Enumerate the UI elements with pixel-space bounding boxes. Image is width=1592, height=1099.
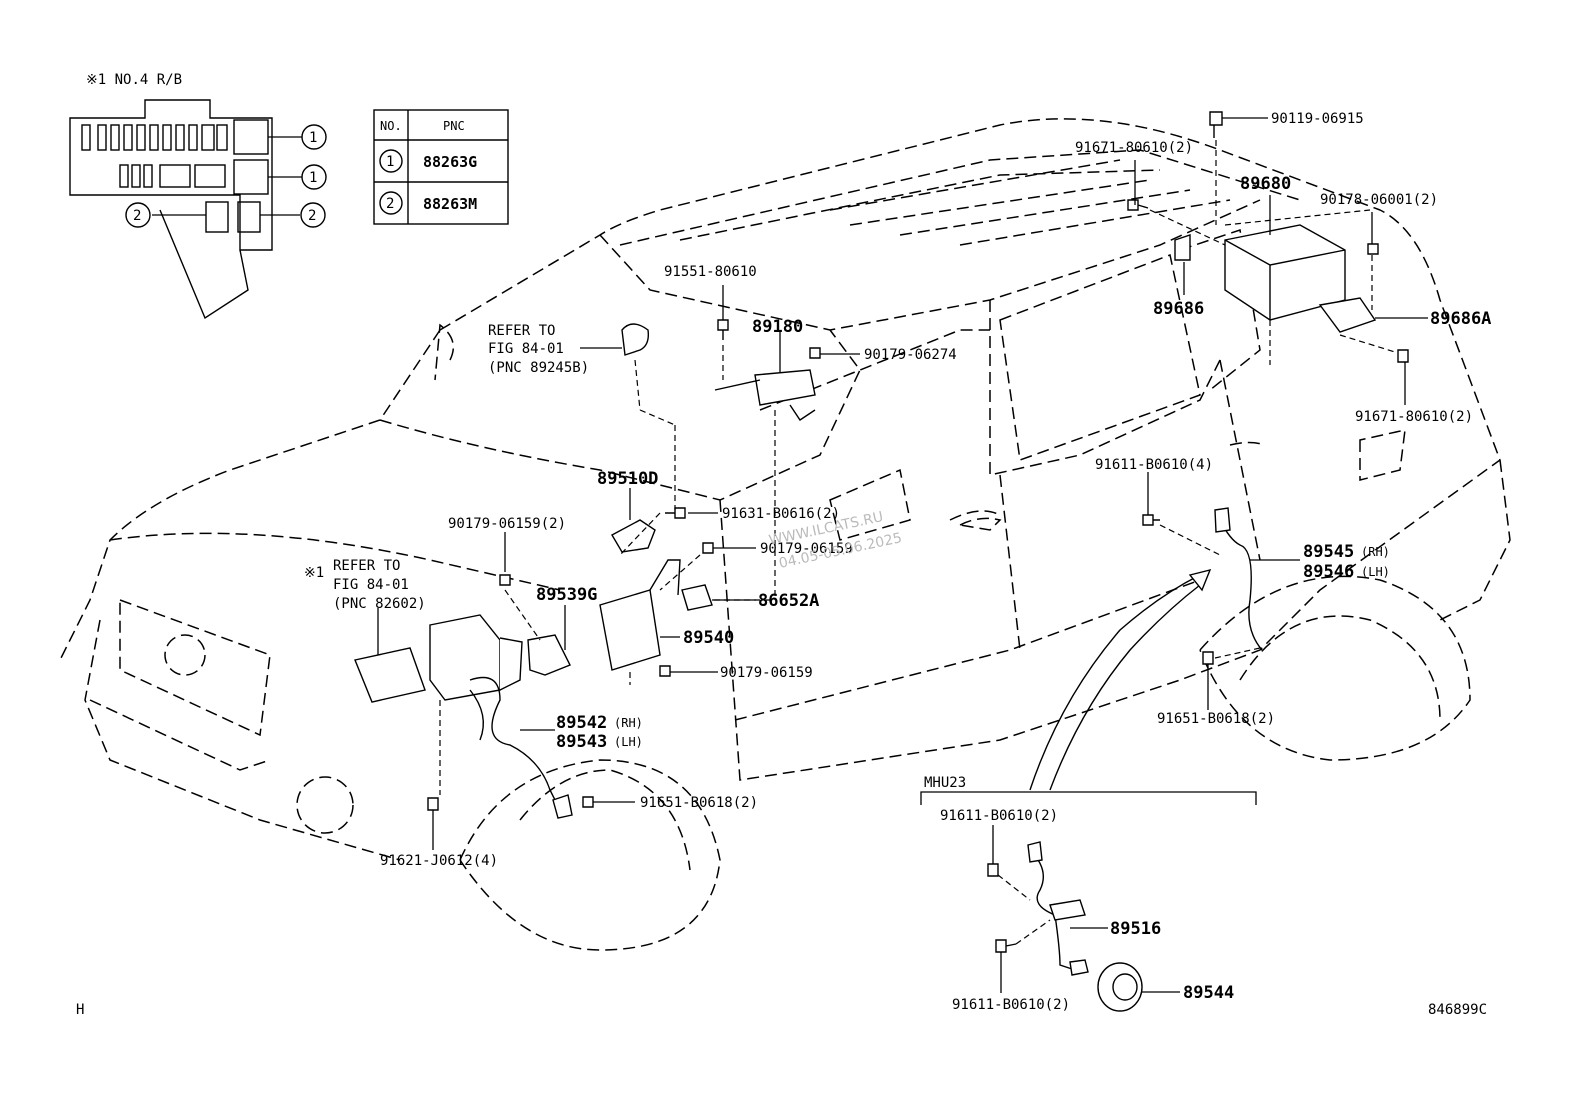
label-91551-80610: 91551-80610 — [664, 264, 757, 280]
vehicle-outline — [59, 118, 1511, 951]
label-89180: 89180 — [752, 317, 803, 337]
label-91621-J0612: 91621-J0612(4) — [380, 853, 498, 869]
label-91611-B0610-upper: 91611-B0610(2) — [940, 808, 1058, 824]
refer-note-line3: (PNC 89245B) — [488, 360, 589, 376]
label-89510D: 89510D — [597, 469, 658, 489]
label-89542-side: (RH) — [614, 716, 643, 730]
pnc-table: NO. PNC 1 88263G 2 88263M — [373, 109, 509, 225]
refer-note-line1: REFER TO — [333, 558, 400, 574]
label-89546-side: (LH) — [1361, 565, 1390, 579]
table-header-pnc: PNC — [443, 119, 465, 133]
label-89544: 89544 — [1183, 983, 1234, 1003]
label-90179-06159: 90179-06159 — [760, 541, 853, 557]
label-91671-80610-top: 91671-80610(2) — [1075, 140, 1193, 156]
label-86652A: 86652A — [758, 591, 819, 611]
label-90179-06159-lower: 90179-06159 — [720, 665, 813, 681]
label-89543: 89543 — [556, 732, 607, 752]
relay-block-inset: ※1 NO.4 R/B 1 1 2 2 — [69, 72, 327, 320]
label-89539G: 89539G — [536, 585, 597, 605]
marker-1: 1 — [309, 170, 317, 186]
table-header-no: NO. — [380, 119, 402, 133]
table-row-pnc: 88263G — [423, 153, 477, 171]
label-90119-06915: 90119-06915 — [1271, 111, 1364, 127]
table-row-no: 1 — [386, 154, 394, 170]
label-91651-B0618-front: 91651-B0618(2) — [640, 795, 758, 811]
label-89686A: 89686A — [1430, 309, 1491, 329]
table-row-pnc: 88263M — [423, 195, 477, 213]
part-labels: 90119-06915 91671-80610(2) 89680 90178-0… — [76, 111, 1491, 1018]
label-89545: 89545 — [1303, 542, 1354, 562]
refer-note-mark: ※1 — [304, 565, 324, 581]
label-89540: 89540 — [683, 628, 734, 648]
marker-2: 2 — [133, 208, 141, 224]
label-91671-80610-bottom: 91671-80610(2) — [1355, 409, 1473, 425]
label-89545-side: (RH) — [1361, 545, 1390, 559]
label-89542: 89542 — [556, 713, 607, 733]
label-91611-B0610-4: 91611-B0610(4) — [1095, 457, 1213, 473]
label-89546: 89546 — [1303, 562, 1354, 582]
label-90178-06001: 90178-06001(2) — [1320, 192, 1438, 208]
figure-code: 846899C — [1428, 1002, 1487, 1018]
marker-2: 2 — [308, 208, 316, 224]
marker-1: 1 — [309, 130, 317, 146]
refer-note-line2: FIG 84-01 — [333, 577, 409, 593]
relay-block-title: ※1 NO.4 R/B — [86, 72, 182, 88]
label-90179-06274: 90179-06274 — [864, 347, 957, 363]
label-mhu23: MHU23 — [924, 775, 966, 791]
label-91651-B0618-rear: 91651-B0618(2) — [1157, 711, 1275, 727]
refer-note-line2: FIG 84-01 — [488, 341, 564, 357]
label-89680: 89680 — [1240, 174, 1291, 194]
refer-note-line3: (PNC 82602) — [333, 596, 426, 612]
label-89516: 89516 — [1110, 919, 1161, 939]
label-91611-B0610-lower: 91611-B0610(2) — [952, 997, 1070, 1013]
parts — [354, 111, 1409, 1012]
refer-note-line1: REFER TO — [488, 323, 555, 339]
corner-mark: H — [76, 1002, 84, 1018]
label-89543-side: (LH) — [614, 735, 643, 749]
leader-lines — [377, 117, 1428, 993]
label-89686: 89686 — [1153, 299, 1204, 319]
label-90179-06159-2: 90179-06159(2) — [448, 516, 566, 532]
label-91631-B0616: 91631-B0616(2) — [722, 506, 840, 522]
table-row-no: 2 — [386, 196, 394, 212]
